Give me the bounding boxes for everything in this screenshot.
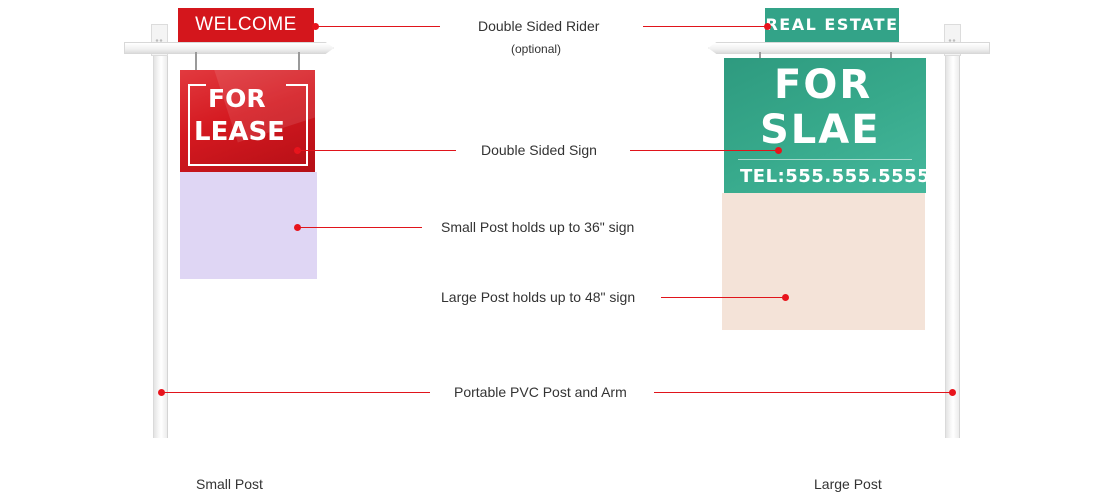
large-post-caption: Large Post bbox=[814, 476, 882, 492]
pvc-callout-line-right bbox=[654, 392, 952, 393]
sign-callout-dot-left bbox=[294, 147, 301, 154]
rider-callout-line-right bbox=[643, 26, 767, 27]
for-sale-sign: FOR SLAE TEL:555.555.5555 bbox=[724, 58, 930, 193]
rider-callout-dot-right bbox=[764, 23, 771, 30]
for-lease-sign-line1: FOR bbox=[208, 84, 266, 113]
pvc-callout-dot-left bbox=[158, 389, 165, 396]
sign-callout-dot-right bbox=[775, 147, 782, 154]
small-sign-hook-left bbox=[195, 52, 197, 70]
for-sale-sign-phone: TEL:555.555.5555 bbox=[740, 166, 931, 187]
for-lease-sign-line2: LEASE bbox=[194, 117, 285, 147]
pvc-callout-line-left bbox=[162, 392, 430, 393]
for-sale-sign-line1: FOR bbox=[774, 62, 873, 108]
pvc-callout-label: Portable PVC Post and Arm bbox=[454, 384, 627, 400]
large-size-callout-label: Large Post holds up to 48" sign bbox=[441, 289, 636, 305]
large-post-arm bbox=[708, 42, 990, 54]
rider-callout-label: Double Sided Rider bbox=[478, 18, 600, 34]
small-size-callout-dot bbox=[294, 224, 301, 231]
sign-callout-label: Double Sided Sign bbox=[481, 142, 597, 158]
large-size-callout-line bbox=[661, 297, 785, 298]
small-size-callout-line bbox=[298, 227, 422, 228]
real-estate-rider: REAL ESTATE bbox=[765, 8, 899, 42]
small-size-callout-label: Small Post holds up to 36" sign bbox=[441, 219, 635, 235]
for-sale-sign-line2: SLAE bbox=[760, 107, 881, 153]
small-post bbox=[153, 25, 168, 438]
rider-callout-dot-left bbox=[312, 23, 319, 30]
large-post bbox=[945, 25, 960, 438]
for-lease-sign: FOR LEASE bbox=[180, 70, 315, 172]
rider-callout-note: (optional) bbox=[511, 42, 562, 56]
large-sign-size-area bbox=[722, 193, 925, 330]
large-sign-hook-left bbox=[759, 52, 761, 60]
large-size-callout-dot bbox=[782, 294, 789, 301]
small-sign-hook-right bbox=[298, 52, 300, 70]
large-sign-hook-right bbox=[890, 52, 892, 60]
pvc-callout-dot-right bbox=[949, 389, 956, 396]
rider-callout-line-left bbox=[316, 26, 440, 27]
small-post-caption: Small Post bbox=[196, 476, 263, 492]
sign-callout-line-left bbox=[298, 150, 456, 151]
sign-callout-line-right bbox=[630, 150, 778, 151]
small-post-arm bbox=[124, 42, 334, 54]
welcome-rider: WELCOME bbox=[178, 8, 314, 42]
for-sale-sign-divider bbox=[738, 159, 912, 160]
